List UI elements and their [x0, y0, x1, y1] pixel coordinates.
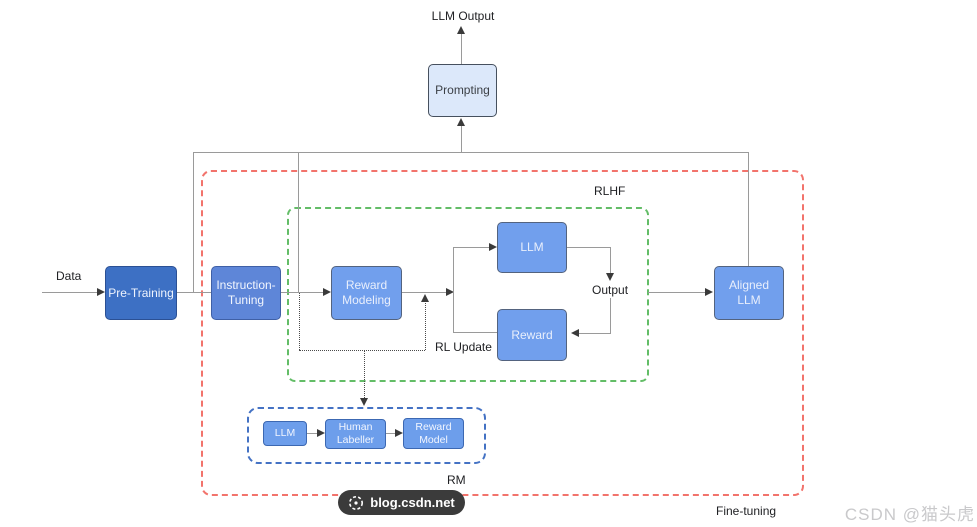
node-rm-llm-label: LLM: [274, 427, 296, 440]
dotted-drop-from-flow: [299, 293, 300, 350]
arrow-into-aligned-llm: [705, 288, 713, 296]
watermark-credit: CSDN @猫头虎: [844, 505, 975, 524]
node-prompting: Prompting: [428, 64, 497, 117]
arrow-into-llm: [489, 243, 497, 251]
node-reward-modeling: Reward Modeling: [331, 266, 402, 320]
node-llm: LLM: [497, 222, 567, 273]
edge-data-to-pretraining: [42, 292, 98, 293]
node-human-labeller: Human Labeller: [325, 419, 386, 449]
dotted-bottom-run: [299, 350, 425, 351]
arrow-into-rewardmodeling: [323, 288, 331, 296]
edge-output-to-reward: [579, 333, 611, 334]
edge-labeller-to-rewardmodel: [385, 433, 396, 434]
rm-region-frame: [247, 407, 486, 464]
edge-output-down-upper: [610, 247, 611, 274]
node-prompting-label: Prompting: [435, 83, 490, 97]
node-pre-training: Pre-Training: [105, 266, 177, 320]
arrow-into-pretraining: [97, 288, 105, 296]
edge-llm-to-labeller: [307, 433, 318, 434]
arrow-into-prompting: [457, 118, 465, 126]
edge-output-down-lower: [610, 298, 611, 333]
node-reward-model-label: Reward Model: [415, 420, 452, 446]
rlhf-region-frame: [287, 207, 649, 382]
dotted-rl-update-riser: [425, 301, 426, 350]
edge-to-aligned-llm: [648, 292, 706, 293]
csdn-blog-badge[interactable]: blog.csdn.net: [338, 490, 465, 515]
connector-bus-to-prompting: [461, 125, 462, 152]
connector-top-drop-left: [193, 152, 194, 292]
connector-top-drop-mid: [298, 152, 299, 292]
label-fine-tuning: Fine-tuning: [716, 504, 777, 518]
arrow-llm-output: [457, 26, 465, 34]
label-llm-output: LLM Output: [431, 9, 495, 23]
label-rm: RM: [447, 473, 466, 487]
node-aligned-llm-label: Aligned LLM: [728, 278, 770, 307]
arrow-into-labeller: [317, 429, 325, 437]
arrow-rl-update: [421, 294, 429, 302]
node-instruction-tuning-label: Instruction- Tuning: [216, 278, 276, 307]
arrow-into-rm-region: [360, 398, 368, 406]
edge-reward-return: [453, 332, 497, 333]
arrow-into-rewardmodel: [395, 429, 403, 437]
node-llm-label: LLM: [520, 240, 544, 254]
arrow-into-reward: [571, 329, 579, 337]
label-rlhf: RLHF: [594, 184, 626, 198]
edge-rewardmodeling-to-junction: [402, 292, 447, 293]
csdn-blog-badge-label: blog.csdn.net: [370, 495, 455, 510]
edge-llm-to-output: [567, 247, 610, 248]
edge-loop-bracket: [453, 247, 454, 333]
connector-top-bus: [193, 152, 748, 153]
label-rl-update: RL Update: [435, 340, 492, 354]
node-reward-label: Reward: [511, 327, 553, 342]
dotted-to-rm-box: [364, 350, 365, 398]
edge-instruction-to-rewardmodeling: [281, 292, 324, 293]
connector-bus-to-aligned-llm: [748, 152, 749, 267]
node-reward-model: Reward Model: [403, 418, 464, 449]
label-data: Data: [56, 269, 82, 283]
edge-bracket-to-llm: [453, 247, 490, 248]
node-rm-llm: LLM: [263, 421, 307, 446]
globe-icon: [348, 495, 364, 511]
node-instruction-tuning: Instruction- Tuning: [211, 266, 281, 320]
node-reward: Reward: [497, 309, 567, 361]
arrow-into-junction: [446, 288, 454, 296]
label-output: Output: [590, 283, 631, 297]
edge-pretraining-to-instruction: [177, 292, 211, 293]
arrow-output-down: [606, 273, 614, 281]
connector-prompting-to-llm-output: [461, 33, 462, 64]
node-human-labeller-label: Human Labeller: [336, 421, 375, 446]
node-reward-modeling-label: Reward Modeling: [342, 278, 391, 307]
node-aligned-llm: Aligned LLM: [714, 266, 784, 320]
fine-tuning-region-frame: [201, 170, 804, 496]
node-pre-training-label: Pre-Training: [108, 285, 174, 300]
